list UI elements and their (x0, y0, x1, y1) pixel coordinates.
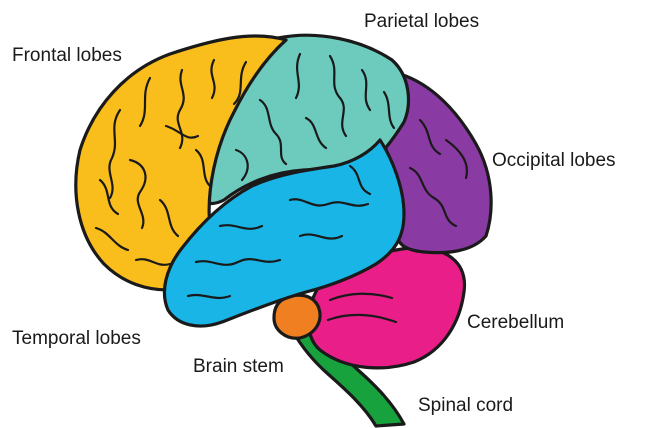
frontal-lobes-label: Frontal lobes (12, 46, 122, 65)
temporal-lobes-label: Temporal lobes (12, 329, 141, 348)
spinal-cord-label: Spinal cord (418, 396, 513, 415)
cerebellum-label: Cerebellum (467, 313, 564, 332)
brain-stem-label: Brain stem (193, 357, 284, 376)
parietal-lobes-label: Parietal lobes (364, 12, 479, 31)
occipital-lobes-label: Occipital lobes (492, 151, 616, 170)
